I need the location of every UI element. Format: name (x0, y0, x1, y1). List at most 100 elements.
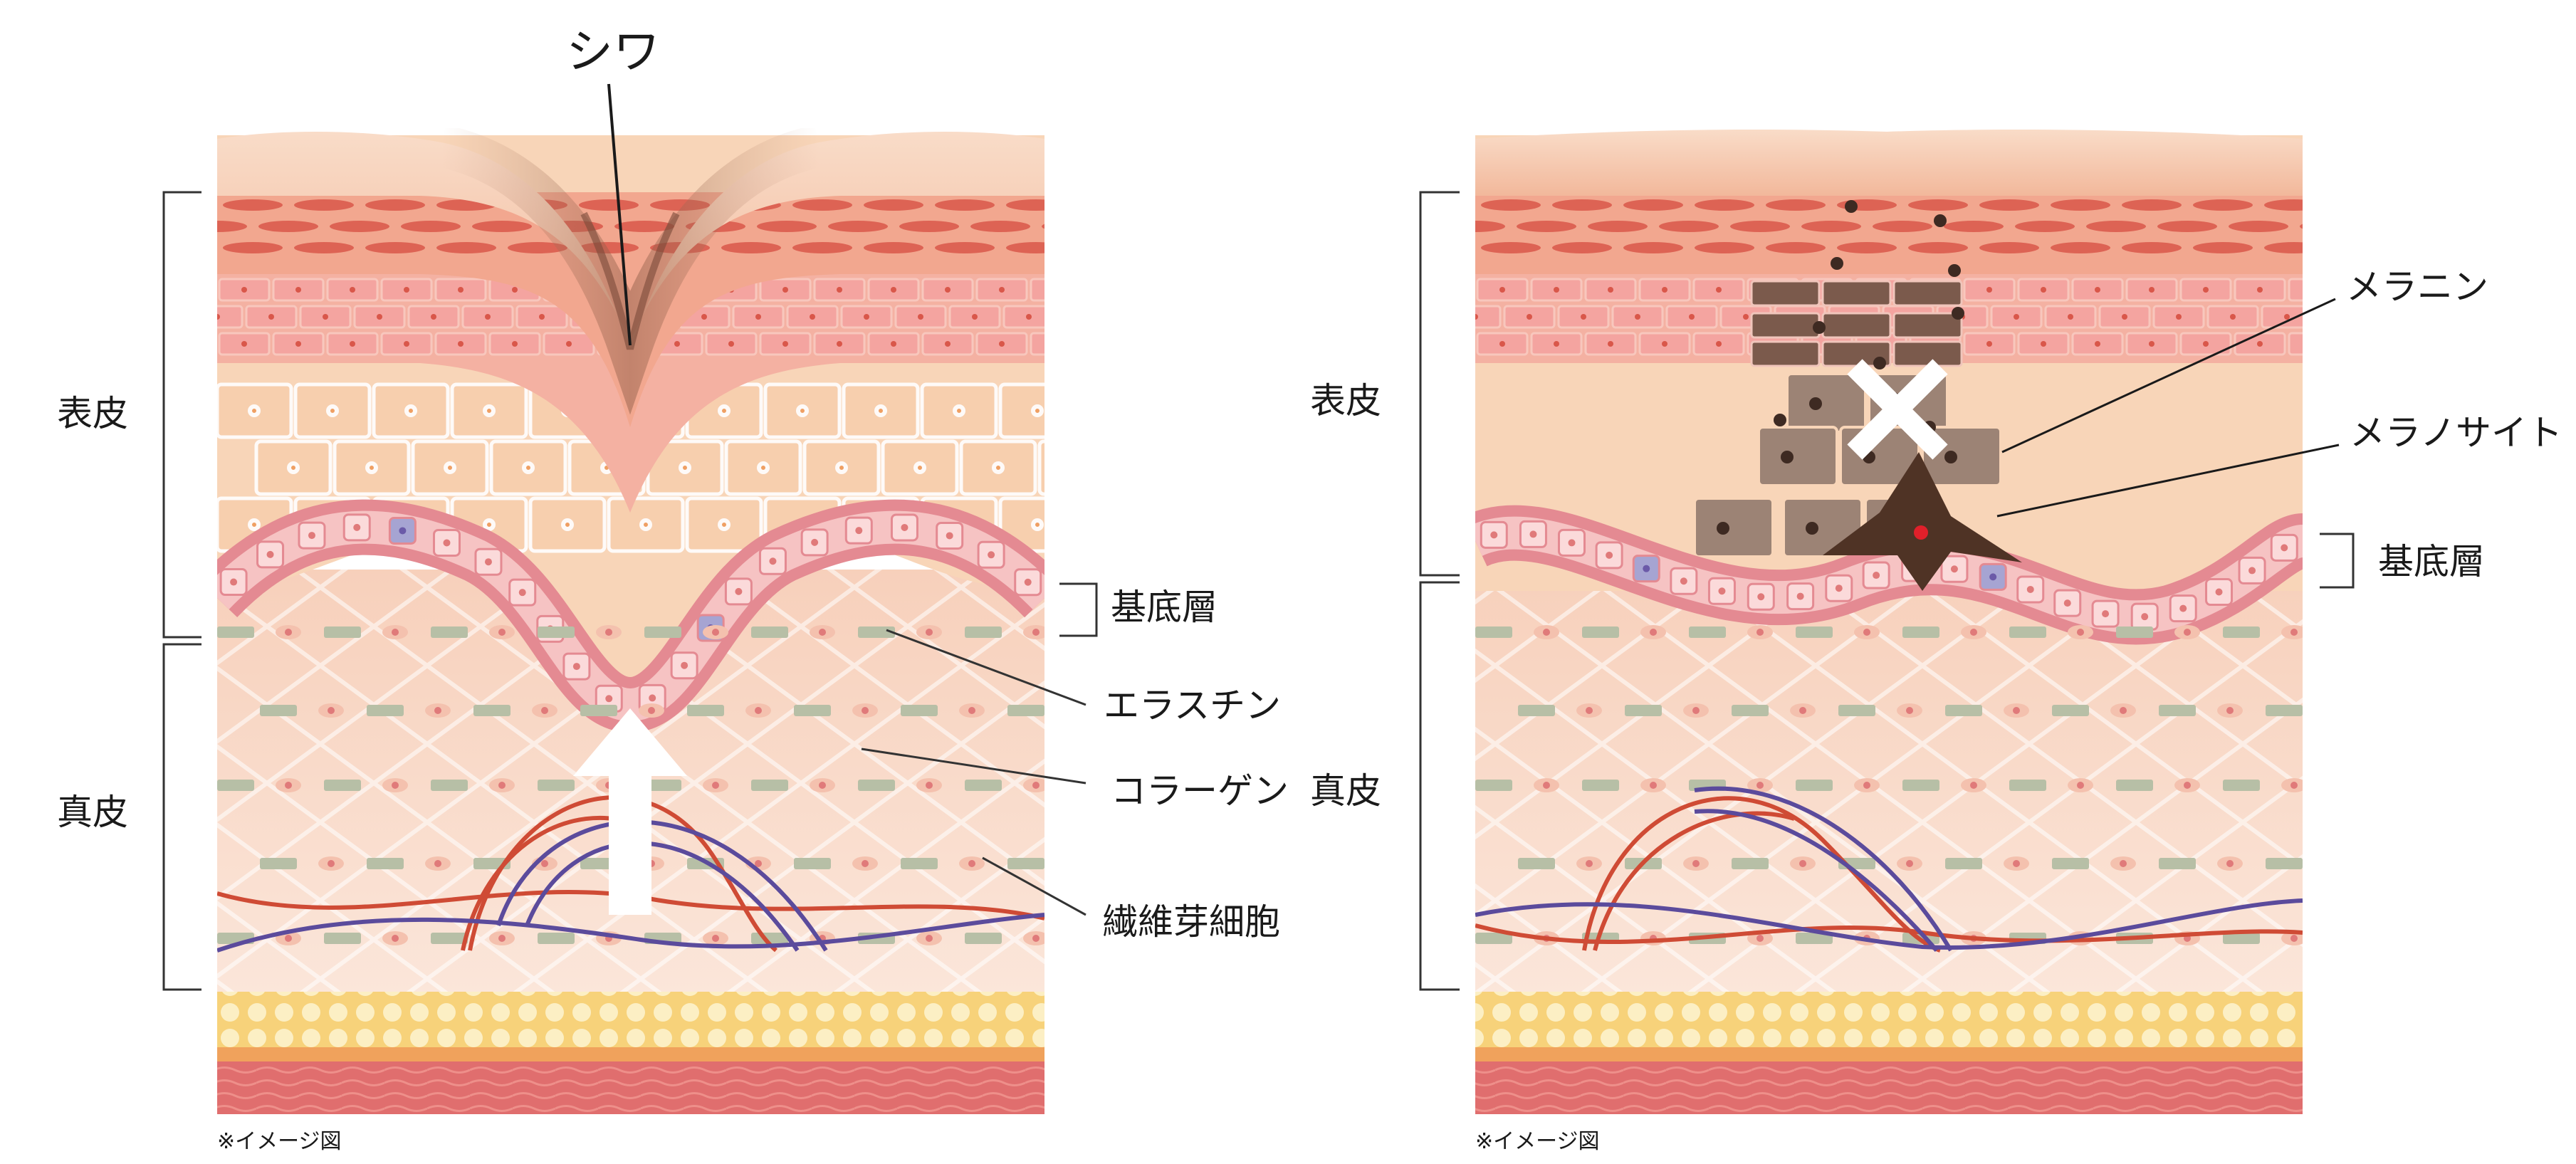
collagen-fragment (431, 780, 468, 791)
cell-nucleus (712, 782, 719, 789)
horny-cell (1695, 242, 1754, 253)
cell-nucleus (681, 463, 689, 472)
cell-nucleus (407, 407, 415, 415)
cell-nucleus (2257, 287, 2263, 293)
horny-cell (2157, 221, 2217, 232)
cell-nucleus (1692, 860, 1700, 867)
horny-cell (401, 221, 461, 232)
cell-nucleus (563, 520, 572, 529)
collagen-fragment (858, 780, 895, 791)
cell-nucleus (1797, 593, 1804, 600)
cell-nucleus (2120, 860, 2127, 867)
collagen-fragment (1689, 626, 1726, 638)
horny-cell (1766, 199, 1826, 211)
cell-nucleus (972, 314, 978, 320)
cell-nucleus (367, 463, 376, 472)
collagen-fragment (644, 626, 681, 638)
horny-cell (2229, 221, 2288, 232)
horny-cell (2264, 199, 2324, 211)
horny-cell (2086, 221, 2146, 232)
horny-cell (1979, 199, 2039, 211)
cell-nucleus (2290, 782, 2298, 789)
horny-cell (187, 221, 247, 232)
cell-nucleus (2203, 341, 2209, 347)
cell-nucleus (498, 782, 506, 789)
melanin-granule (1717, 522, 1729, 535)
collagen-fragment (1518, 858, 1555, 869)
cell-nucleus (769, 557, 776, 565)
collagen-fragment (1902, 626, 1939, 638)
right-skin-illustration (1445, 130, 2360, 1114)
cell-nucleus (926, 935, 933, 942)
cell-nucleus (1032, 629, 1040, 636)
cell-nucleus (918, 314, 923, 320)
dermis-bracket (164, 644, 201, 990)
cell-nucleus (2311, 341, 2317, 347)
pigmented-cell (1894, 281, 1962, 305)
cell-nucleus (443, 539, 450, 546)
collagen-fragment (2052, 705, 2089, 716)
cell-nucleus (431, 314, 436, 320)
cell-nucleus (1499, 341, 1505, 347)
collagen-fragment (367, 858, 404, 869)
cell-nucleus (1025, 579, 1032, 586)
cell-nucleus (1033, 520, 1042, 529)
fibroblast (1066, 856, 1091, 871)
collagen-fragment (2266, 705, 2303, 716)
cell-nucleus (1529, 530, 1536, 538)
basal-bracket (1059, 584, 1096, 636)
cell-nucleus (916, 463, 924, 472)
horny-cell (1623, 242, 1683, 253)
horny-cell (757, 221, 817, 232)
cell-nucleus (2095, 341, 2100, 347)
cell-nucleus (1072, 463, 1081, 472)
cell-nucleus (720, 520, 728, 529)
pigmented-cell (1752, 313, 1819, 337)
collagen-fragment (1732, 705, 1769, 716)
cell-nucleus (295, 287, 301, 293)
collagen-fragment (538, 933, 575, 944)
collagen-fragment (2052, 858, 2089, 869)
cell-nucleus (701, 314, 707, 320)
pigmented-cell (1894, 342, 1962, 366)
cell-nucleus (2013, 860, 2020, 867)
horny-cell (2193, 199, 2253, 211)
cell-nucleus (519, 589, 526, 596)
horny-cell (1908, 199, 1968, 211)
collagen-fragment (324, 626, 361, 638)
cell-nucleus (1053, 341, 1059, 347)
cell-nucleus (862, 860, 869, 867)
horny-cell (2051, 242, 2110, 253)
pigmented-cell (1823, 281, 1890, 305)
collagen-fragment (260, 858, 297, 869)
cell-nucleus (1608, 287, 1613, 293)
cell-nucleus (1906, 707, 1913, 714)
horny-cell (1623, 199, 1683, 211)
melanin-granule (1809, 397, 1822, 410)
horny-cell (970, 221, 1030, 232)
collagen-fragment (794, 858, 831, 869)
collagen-fragment (901, 705, 938, 716)
cell-nucleus (681, 662, 688, 669)
cell-nucleus (819, 629, 826, 636)
cell-nucleus (2311, 287, 2317, 293)
cell-nucleus (605, 695, 612, 702)
cell-nucleus (1554, 341, 1559, 347)
cell-nucleus (1689, 314, 1695, 320)
collagen-fragment (1475, 780, 1512, 791)
cell-nucleus (1581, 314, 1586, 320)
pigmented-cell (1752, 342, 1819, 366)
horny-cell (1873, 221, 1932, 232)
basal-layer-label: 基底層 (2378, 541, 2485, 582)
cell-nucleus (241, 341, 247, 347)
skin-surface (1475, 130, 2303, 196)
cell-nucleus (1756, 629, 1764, 636)
collagen-fragment (260, 705, 297, 716)
fibroblast (2324, 856, 2350, 871)
epidermis-label: 表皮 (1310, 380, 1381, 421)
cell-nucleus (926, 782, 933, 789)
cell-nucleus (2149, 341, 2154, 347)
horny-cell (294, 242, 354, 253)
cell-nucleus (485, 314, 491, 320)
